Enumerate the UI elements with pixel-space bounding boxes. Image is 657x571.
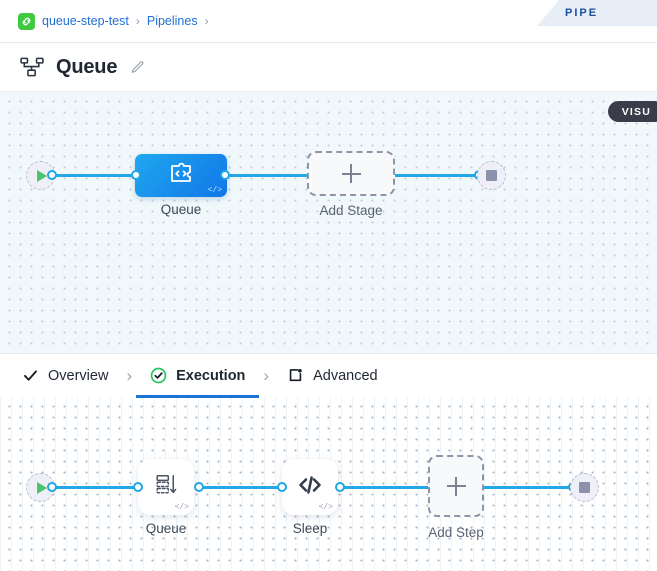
ribbon-label: PIPE [565,7,599,19]
breadcrumb-item-pipelines[interactable]: Pipelines [146,14,198,28]
step-sleep-code-badge: </> [318,503,333,512]
tab-advanced[interactable]: Advanced [287,354,378,398]
plus-icon [446,476,466,496]
plus-icon [341,164,361,183]
port-queue-output[interactable] [220,170,230,180]
code-icon [295,470,325,505]
green-link-logo-icon [18,12,35,30]
edge-addstep-to-end [484,486,572,489]
visualize-button[interactable]: VISU [607,101,657,122]
port-queue-step-output[interactable] [194,482,204,492]
stop-square [486,170,497,181]
visualize-button-label: VISU [621,105,651,118]
step-node-queue-body[interactable]: </> [138,459,194,515]
add-step-node[interactable]: Add Step [428,455,484,540]
tab-execution[interactable]: Execution [136,354,260,398]
tab-advanced-label: Advanced [313,367,378,384]
step-node-queue-label: Queue [145,521,187,536]
stop-icon[interactable] [570,473,599,502]
port-queue-input[interactable] [131,170,141,180]
edge-queue-step-to-sleep [198,486,284,489]
pipeline-canvas[interactable]: </> Queue Add Stage [0,92,657,353]
section-tabs: Overview › Execution › Advanced [0,353,657,398]
execution-end-node[interactable] [570,473,599,502]
frame-gear-icon [287,367,304,384]
tab-overview[interactable]: Overview [22,354,108,398]
pipeline-end-node[interactable] [477,161,506,190]
tab-separator-2: › [263,366,270,385]
edge-start-to-queue-step [52,486,140,489]
tab-execution-label: Execution [176,367,246,384]
sitemap-icon [20,57,44,77]
play-triangle [37,481,47,494]
pencil-icon[interactable] [130,60,145,75]
add-stage-label: Add Stage [319,203,383,218]
edge-queue-to-addstage [224,174,308,177]
edge-start-to-queue [52,174,142,177]
breadcrumb-separator-1: › [135,14,140,28]
queue-icon [153,472,179,503]
pipeline-ribbon-badge: PIPE [537,0,657,26]
stage-code-icon [167,159,195,192]
stage-node-body[interactable]: </> [135,154,227,197]
stop-icon[interactable] [477,161,506,190]
step-node-sleep[interactable]: </> Sleep [282,459,338,536]
execution-start-node[interactable] [26,473,55,502]
step-node-sleep-label: Sleep [292,521,328,536]
stage-code-badge: </> [207,186,222,195]
check-icon [22,367,39,384]
add-step-button[interactable] [428,455,484,517]
add-step-label: Add Step [428,525,484,540]
play-triangle [37,169,47,182]
stop-square [579,482,590,493]
check-circle-green-icon [150,367,167,384]
tab-separator-1: › [126,366,133,385]
port-sleep-output[interactable] [335,482,345,492]
tab-overview-label: Overview [48,367,109,384]
add-stage-button[interactable] [307,151,395,196]
port-exec-start-output[interactable] [47,482,57,492]
add-stage-node[interactable]: Add Stage [307,151,395,218]
port-start-output[interactable] [47,170,57,180]
step-queue-code-badge: </> [174,503,189,512]
breadcrumb: queue-step-test › Pipelines › [0,0,657,43]
breadcrumb-separator-2: › [204,14,209,28]
page-title: Queue [56,55,118,78]
port-sleep-input[interactable] [277,482,287,492]
stage-node-queue[interactable]: </> Queue [135,154,227,217]
page-header: Queue VISU [0,43,657,122]
edge-addstage-to-end [394,174,478,177]
execution-canvas[interactable]: </> Queue </> Sleep [0,397,657,571]
breadcrumb-item-project[interactable]: queue-step-test [42,14,129,28]
step-node-sleep-body[interactable]: </> [282,459,338,515]
port-queue-step-input[interactable] [133,482,143,492]
stage-node-label: Queue [160,202,202,217]
play-icon[interactable] [26,473,55,502]
edge-sleep-to-addstep [339,486,431,489]
step-node-queue[interactable]: </> Queue [138,459,194,536]
